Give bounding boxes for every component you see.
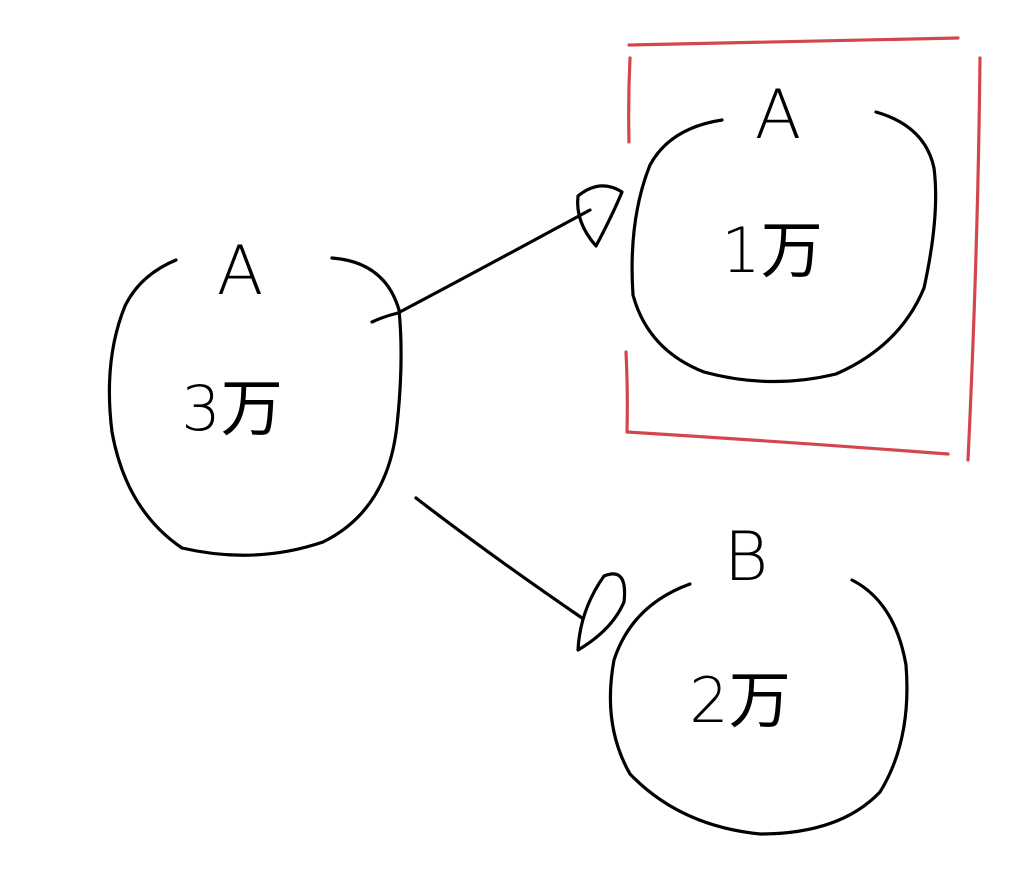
- edge-source-to-bottom-right: [414, 496, 627, 652]
- node-value: 2万: [689, 664, 790, 737]
- node-value: 3万: [181, 372, 282, 445]
- node-circle: [608, 578, 909, 836]
- highlight-box: [624, 36, 982, 462]
- node-label: A: [217, 232, 264, 311]
- node-value: 1万: [721, 214, 822, 287]
- node-circle: [107, 256, 403, 557]
- node-label: B: [724, 518, 769, 597]
- node-label: A: [755, 76, 802, 155]
- edge-arrowhead-bottom-right: [576, 572, 627, 652]
- edge-source-to-top-right: [370, 184, 624, 324]
- node-bottom-right: B 2万: [608, 518, 909, 836]
- node-circle: [630, 110, 938, 384]
- node-source: A 3万: [107, 232, 403, 557]
- edge-arrowhead-top-right: [576, 184, 624, 248]
- node-top-right: A 1万: [630, 76, 938, 384]
